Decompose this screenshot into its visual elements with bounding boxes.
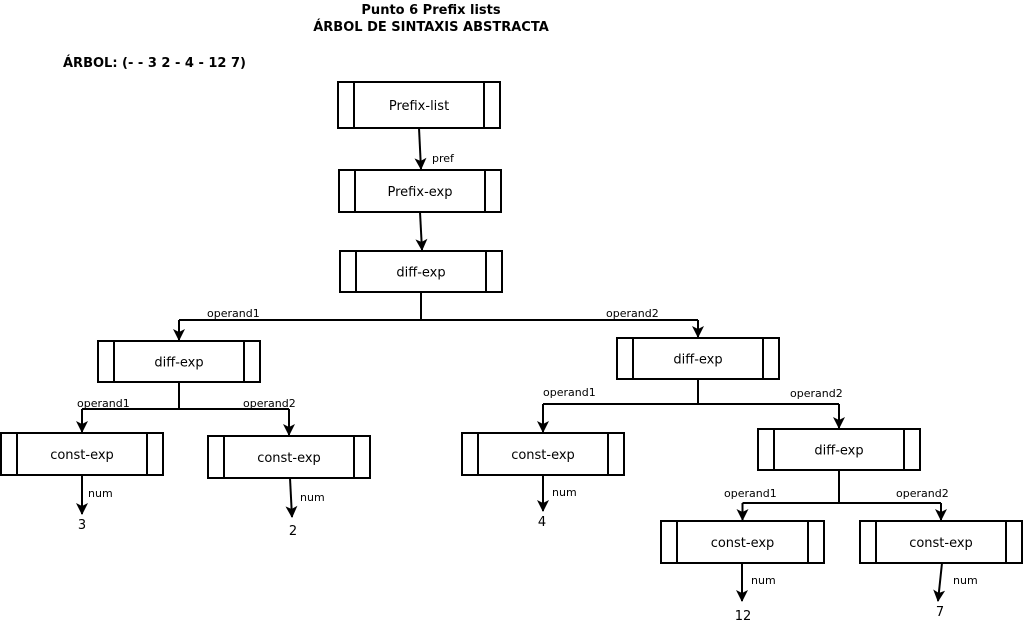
node-box (660, 520, 825, 564)
branch-diff-root (179, 292, 698, 321)
edge-label: operand2 (790, 387, 843, 400)
edge-diff-root-to-diff-left: operand1 (173, 307, 260, 341)
leaf-arrow (933, 562, 946, 602)
node-const-4: const-exp (461, 432, 625, 476)
node-const-12: const-exp (660, 520, 825, 564)
leaf-label: num (953, 574, 978, 587)
node-diff-right: diff-exp (616, 337, 780, 380)
edge-label: operand1 (543, 386, 596, 399)
node-box (616, 337, 780, 380)
node-box (97, 340, 261, 383)
edge-label: operand1 (724, 487, 777, 500)
tree-expression: ÁRBOL: (- - 3 2 - 4 - 12 7) (63, 56, 246, 71)
leaf-value: 12 (735, 609, 752, 622)
branch-diff-inner (742, 470, 941, 504)
node-box (337, 81, 501, 129)
node-diff-root: diff-exp (339, 250, 503, 293)
node-box (339, 250, 503, 293)
branch-diff-right (543, 379, 839, 405)
edge-label: operand2 (606, 307, 659, 320)
node-box (207, 435, 371, 479)
node-label: const-exp (50, 448, 114, 463)
page-subtitle: ÁRBOL DE SINTAXIS ABSTRACTA (313, 20, 549, 35)
leaf-label: num (88, 487, 113, 500)
edge-label: operand1 (207, 307, 260, 320)
node-box (338, 169, 502, 213)
edge-label: pref (432, 152, 455, 165)
node-label: const-exp (511, 448, 575, 463)
edge-diff-inner-to-const-7: operand2 (896, 487, 949, 521)
leaf-const-2: num 2 (285, 477, 325, 539)
node-prefix-exp: Prefix-exp (338, 169, 502, 213)
leaf-arrow (285, 477, 298, 518)
node-diff-inner: diff-exp (757, 428, 921, 471)
node-label: diff-exp (154, 356, 203, 371)
node-box (757, 428, 921, 471)
leaf-value: 7 (936, 605, 944, 620)
edge-diff-root-to-diff-right: operand2 (606, 307, 704, 338)
node-const-2: const-exp (207, 435, 371, 479)
edge-arrow (414, 127, 427, 170)
node-label: const-exp (711, 536, 775, 551)
edge-prefix-exp-to-diff-root (415, 211, 428, 251)
leaf-const-4: num 4 (537, 475, 577, 530)
page-title: Punto 6 Prefix lists (361, 3, 501, 18)
node-label: Prefix-exp (388, 185, 453, 200)
node-label: const-exp (909, 536, 973, 551)
edge-label: operand1 (77, 397, 130, 410)
edge-diff-inner-to-const-12: operand1 (724, 487, 777, 521)
leaf-label: num (552, 486, 577, 499)
leaf-label: num (300, 491, 325, 504)
leaf-const-3: num 3 (76, 475, 113, 533)
node-const-3: const-exp (0, 432, 164, 476)
edge-prefix-list-to-prefix-exp: pref (414, 127, 455, 170)
node-label: const-exp (257, 451, 321, 466)
node-label: Prefix-list (389, 99, 449, 114)
node-label: diff-exp (396, 266, 445, 281)
edge-label: operand2 (243, 397, 296, 410)
leaf-value: 2 (289, 524, 297, 539)
leaf-value: 3 (78, 518, 86, 533)
leaf-const-7: num 7 (933, 562, 978, 620)
edge-diff-left-to-const-2: operand2 (243, 397, 296, 436)
edge-arrow (415, 211, 428, 251)
edge-diff-right-to-diff-inner: operand2 (790, 387, 845, 429)
node-label: diff-exp (814, 444, 863, 459)
node-label: diff-exp (673, 353, 722, 368)
node-box (461, 432, 625, 476)
node-prefix-list: Prefix-list (337, 81, 501, 129)
node-diff-left: diff-exp (97, 340, 261, 383)
leaf-value: 4 (538, 515, 546, 530)
leaf-const-12: num 12 (735, 563, 776, 622)
node-const-7: const-exp (859, 520, 1023, 564)
edge-diff-left-to-const-3: operand1 (76, 397, 130, 433)
edge-diff-right-to-const-4: operand1 (537, 386, 596, 433)
leaf-label: num (751, 574, 776, 587)
edge-label: operand2 (896, 487, 949, 500)
branch-diff-left (82, 382, 289, 410)
